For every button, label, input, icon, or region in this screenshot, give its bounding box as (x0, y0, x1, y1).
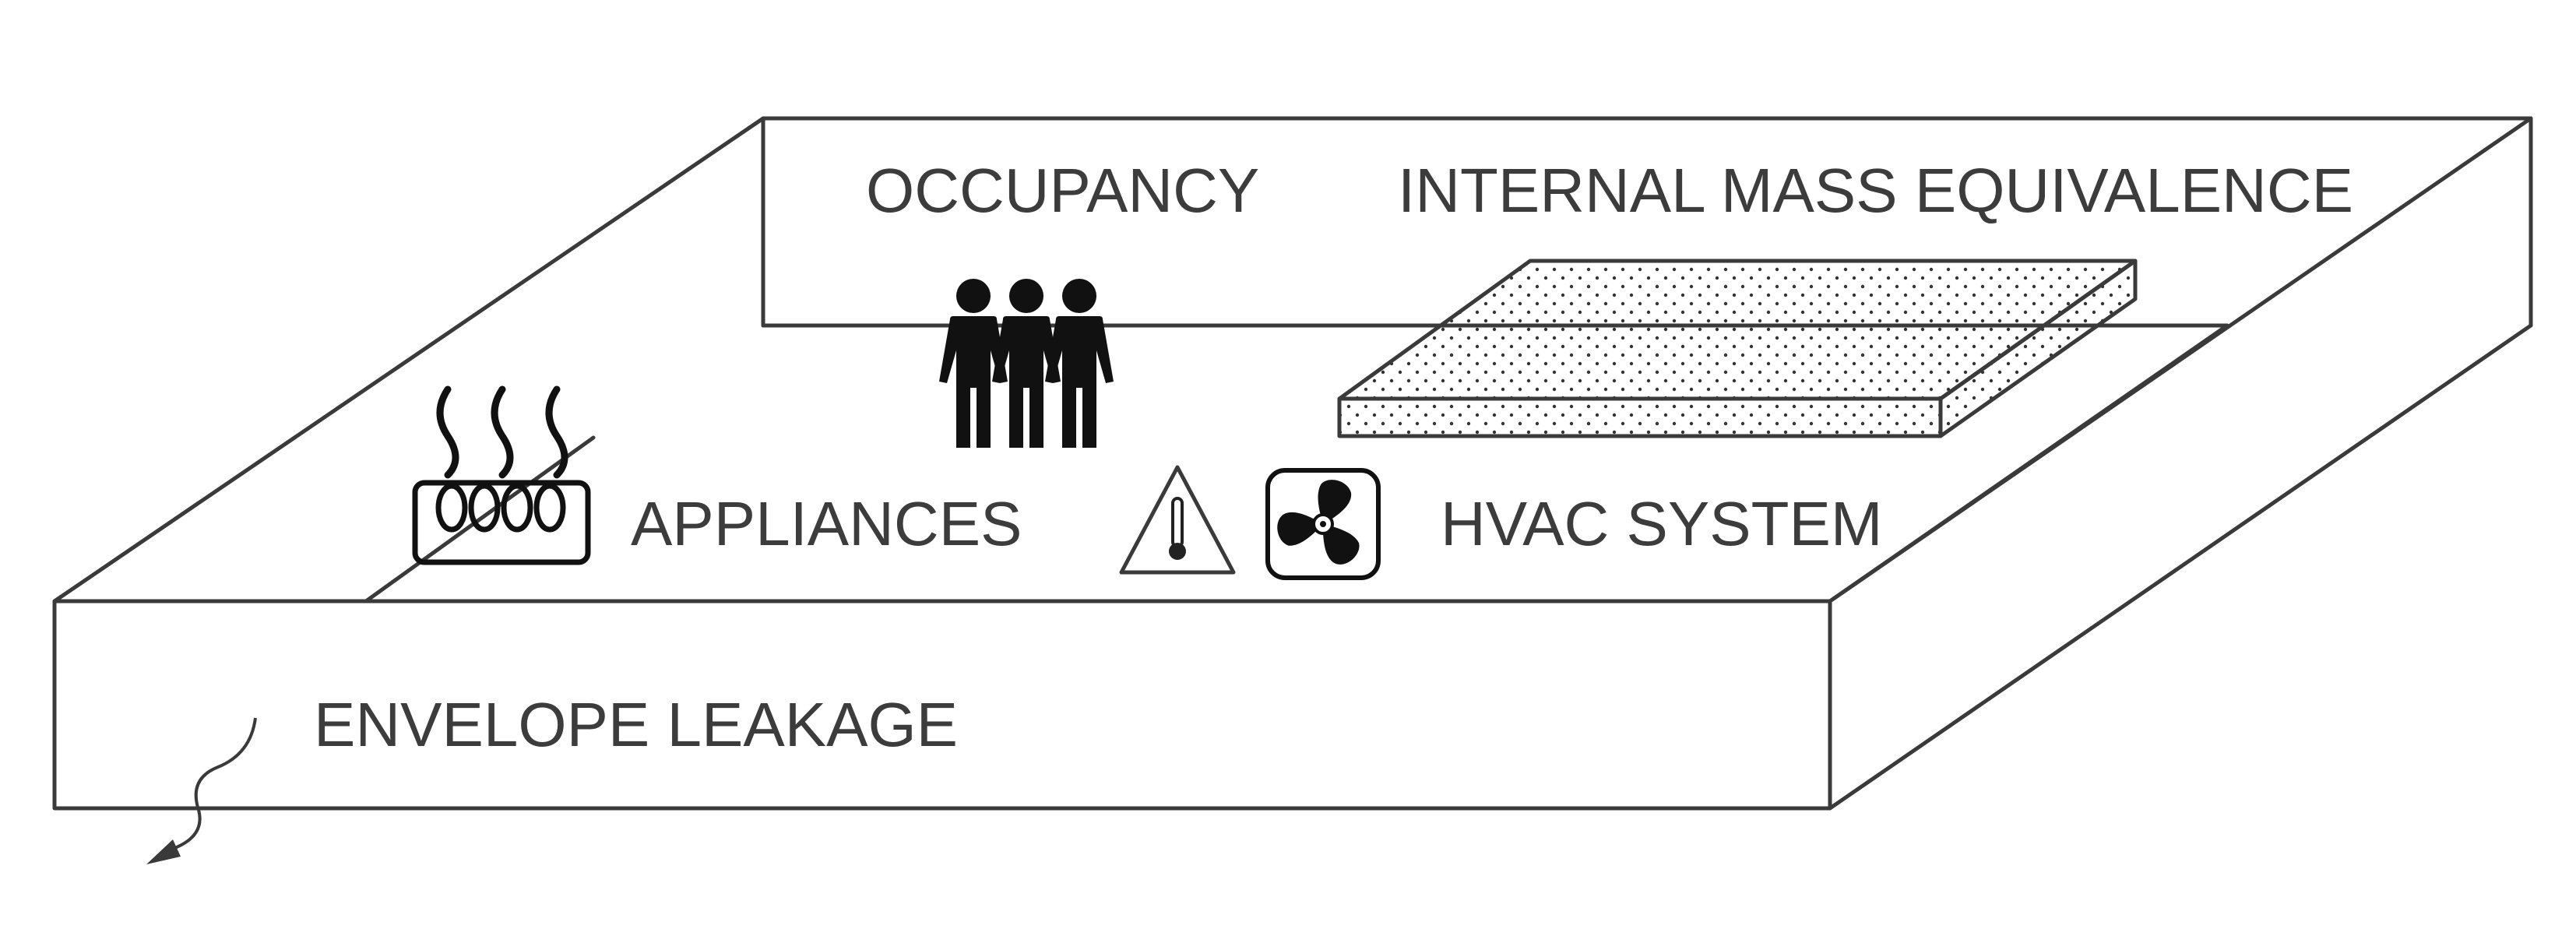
steam-icon (545, 385, 568, 479)
person-icon (1045, 279, 1114, 448)
envelope-leakage-label: ENVELOPE LEAKAGE (314, 690, 958, 759)
appliances-label: APPLIANCES (631, 489, 1022, 558)
steam-icon (491, 385, 514, 479)
slab-side (1938, 259, 2138, 438)
hvac-label: HVAC SYSTEM (1441, 489, 1883, 558)
person-icon (992, 279, 1061, 448)
steam-icon (436, 385, 459, 479)
slab-front (1337, 396, 1943, 438)
thermometer-warning-icon (1119, 465, 1236, 575)
floor-inner-left (364, 435, 596, 603)
appliance-body (412, 480, 591, 565)
front-wall (52, 599, 1832, 811)
right-outer-side (1828, 323, 2533, 811)
people-icon (939, 279, 1114, 448)
fan-icon (1265, 468, 1381, 580)
occupancy-label: OCCUPANCY (866, 156, 1259, 225)
internal-mass-label: INTERNAL MASS EQUIVALENCE (1398, 156, 2353, 225)
heating-coil-icon (412, 385, 591, 565)
person-icon (939, 279, 1008, 448)
floor-inner-right (1828, 323, 2229, 603)
internal-mass-slab-icon (1337, 259, 2138, 438)
leak-arrow-icon (146, 717, 257, 864)
